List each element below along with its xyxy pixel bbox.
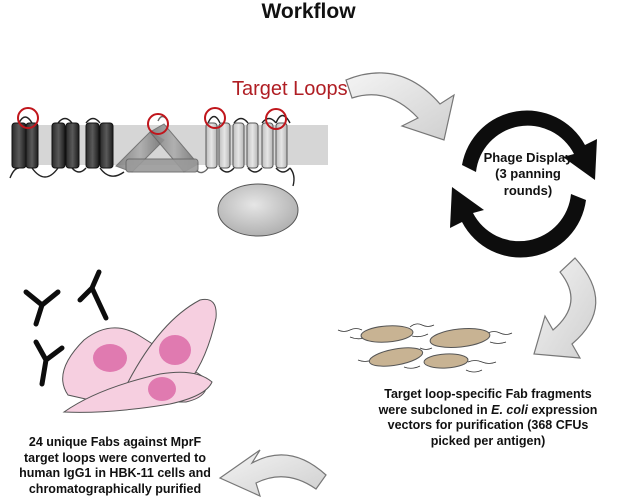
- final-caption-line: chromatographically purified: [28, 481, 202, 496]
- phage-display-line: Phage Display: [483, 150, 573, 165]
- target-loop-circle: [17, 107, 39, 129]
- membrane-protein: [9, 107, 328, 237]
- phage-display-label: Phage Display (3 panning rounds): [468, 150, 588, 199]
- target-loop-circle: [147, 113, 169, 135]
- phage-display-line: (3 panning: [495, 166, 561, 182]
- cytoplasmic-domain: [217, 183, 299, 237]
- antibodies: [23, 269, 109, 387]
- antibody-y: [77, 269, 109, 321]
- target-loops-label: Target Loops: [232, 78, 348, 100]
- fab-caption: Target loop-specific Fab fragments were …: [372, 387, 604, 450]
- cell-nucleus: [93, 344, 127, 372]
- final-caption: 24 unique Fabs against MprF target loops…: [0, 435, 230, 498]
- antibody-y: [33, 339, 65, 387]
- triangle-domain: [115, 123, 199, 173]
- page-title: Workflow: [261, 0, 356, 23]
- hbk-cells: [62, 298, 217, 413]
- arrow-to-fab-fragments: [533, 257, 597, 359]
- final-caption-line: human IgG1 in HBK-11 cells and: [19, 466, 211, 481]
- process-arrows: [218, 72, 597, 498]
- dark-helices: [11, 122, 114, 169]
- target-loop-circle: [265, 108, 287, 130]
- antibody-y: [23, 289, 61, 327]
- final-caption-line: 24 unique Fabs against MprF: [28, 435, 202, 449]
- bacterium: [429, 328, 491, 348]
- bacteria-cluster: [337, 323, 513, 373]
- target-loop-circle: [204, 107, 226, 129]
- arrow-to-igg-conversion: [218, 449, 327, 498]
- fab-caption-line: picked per antigen): [430, 433, 546, 448]
- bacterium: [368, 347, 424, 367]
- cell: [62, 371, 213, 413]
- bacterium: [423, 353, 469, 369]
- target-loop-markers: [17, 107, 287, 135]
- bacterium: [360, 325, 414, 343]
- cell-nucleus: [148, 377, 176, 401]
- fab-caption-line: Target loop-specific Fab fragments: [384, 387, 592, 401]
- phage-display-line: rounds): [503, 182, 553, 198]
- cell-nucleus: [159, 335, 191, 365]
- arrow-to-phage-display: [345, 72, 455, 141]
- fab-caption-line: vectors for purification (368 CFUs: [387, 418, 589, 433]
- fab-caption-line: were subcloned in E. coli expression: [378, 402, 598, 417]
- ecoli-italic: E. coli: [491, 402, 528, 417]
- final-caption-line: target loops were converted to: [24, 450, 206, 465]
- phage-display-cycle: [450, 110, 597, 258]
